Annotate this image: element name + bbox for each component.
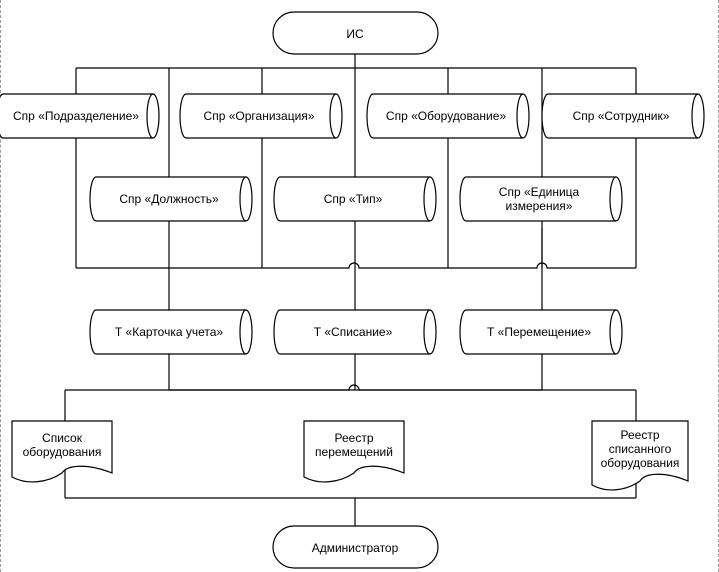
reference-cylinder[interactable]: Спр «Сотрудник»: [541, 93, 705, 139]
table-cylinder-label-line: Т «Перемещение»: [487, 325, 591, 339]
reference-cylinder-label-line: Спр «Организация»: [204, 109, 315, 123]
table-cylinder-label-line: Т «Списание»: [314, 325, 393, 339]
terminator-admin[interactable]: Администратор: [272, 525, 439, 569]
reference-cylinder-cap: [423, 176, 431, 222]
reference-cylinder-cap: [691, 93, 699, 139]
terminator-admin-label: Администратор: [312, 541, 399, 555]
reference-cylinder-cap: [329, 93, 337, 139]
document-shape-label-line: Список: [42, 431, 83, 445]
table-cylinder[interactable]: Т «Перемещение»: [459, 309, 623, 355]
reference-row-1: Спр «Подразделение» Спр «Организация» Спр …: [0, 93, 705, 139]
table-cylinder[interactable]: Т «Карточка учета»: [89, 309, 253, 355]
reference-cylinder[interactable]: Спр «Подразделение»: [0, 93, 160, 139]
terminator-is[interactable]: ИС: [272, 11, 439, 55]
reference-cylinder[interactable]: Спр «Тип»: [273, 176, 437, 222]
document-shape-body: [591, 420, 689, 491]
reference-cylinder-label-line: Спр «Единица: [499, 185, 580, 199]
document-shape-label-line: перемещений: [315, 445, 393, 459]
reference-cylinder[interactable]: Спр «Должность»: [89, 176, 253, 222]
reference-row-2: Спр «Должность» Спр «Тип» Спр «Единицаизме…: [89, 176, 623, 222]
document-shape-label-line: Реестр: [335, 431, 374, 445]
document-shape-body: [11, 420, 113, 483]
document-shape-label-line: Реестр: [621, 428, 660, 442]
reference-cylinder-label-line: Спр «Подразделение»: [13, 109, 139, 123]
table-cylinder-label-line: Т «Карточка учета»: [115, 325, 224, 339]
reference-cylinder-label-line: Спр «Оборудование»: [386, 109, 506, 123]
reference-cylinder-label-line: Спр «Тип»: [324, 192, 383, 206]
table-row: Т «Карточка учета» Т «Списание» Т «Перемещ…: [89, 309, 623, 355]
reference-cylinder[interactable]: Спр «Организация»: [179, 93, 343, 139]
reference-cylinder-cap: [516, 93, 524, 139]
table-cylinder[interactable]: Т «Списание»: [273, 309, 437, 355]
connector-ref-block-bottom: [76, 262, 636, 269]
document-shape-label-line: оборудования: [23, 445, 102, 459]
document-shape-body: [303, 420, 405, 483]
reference-cylinder-cap: [146, 93, 154, 139]
reference-cylinder-cap: [609, 176, 617, 222]
reference-cylinder[interactable]: Спр «Оборудование»: [366, 93, 530, 139]
table-cylinder-cap: [423, 309, 431, 355]
table-cylinder-cap: [239, 309, 247, 355]
reference-cylinder-cap: [239, 176, 247, 222]
table-cylinder-cap: [609, 309, 617, 355]
reference-cylinder-label-line: Спр «Сотрудник»: [573, 109, 670, 123]
terminator-is-label: ИС: [346, 27, 364, 41]
document-shape-label-line: оборудования: [601, 456, 680, 470]
document-row: СписокоборудованияРеестрперемещенийРеест…: [11, 420, 689, 491]
reference-cylinder-label-line: Спр «Должность»: [119, 192, 219, 206]
document-shape-label-line: списанного: [609, 442, 672, 456]
reference-cylinder-label-line: измерения»: [506, 199, 573, 213]
